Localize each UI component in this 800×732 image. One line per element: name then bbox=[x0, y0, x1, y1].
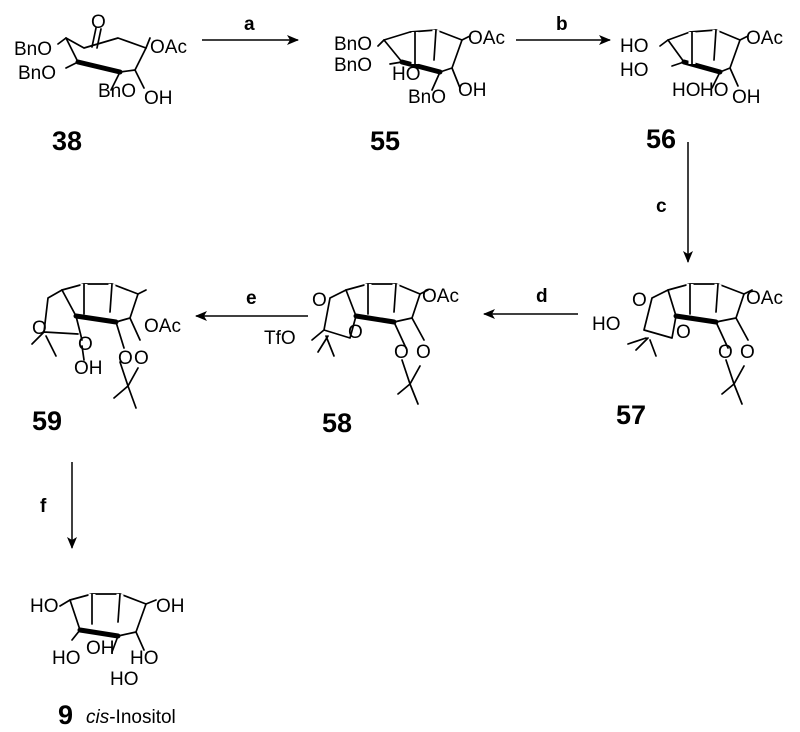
compound-9: HO OH HO OH HO HO 9 cis-Inositol bbox=[30, 593, 185, 730]
hydroxyl-label: HO bbox=[620, 36, 649, 57]
acetoxy-label: OAc bbox=[746, 28, 783, 49]
ring-oxygen-label: O bbox=[632, 290, 647, 311]
benzyloxy-label: BnO bbox=[334, 55, 372, 76]
ring-38 bbox=[57, 27, 151, 91]
ring-oxygen-label: O bbox=[312, 290, 327, 311]
acetoxy-label: OAc bbox=[468, 28, 505, 49]
triflate-label: TfO bbox=[264, 328, 296, 349]
compound-number-9: 9 bbox=[58, 700, 73, 730]
ring-oxygen-label: O bbox=[740, 342, 755, 363]
hydroxyl-label: HO bbox=[52, 648, 81, 669]
step-label-d: d bbox=[536, 286, 548, 307]
hydroxyl-label: HO bbox=[700, 80, 729, 101]
acetoxy-label: OAc bbox=[144, 316, 181, 337]
step-label-b: b bbox=[556, 14, 568, 35]
step-label-f: f bbox=[40, 496, 47, 517]
benzyloxy-label: BnO bbox=[18, 63, 56, 84]
ring-57 bbox=[627, 283, 753, 405]
hydroxyl-label: HO bbox=[620, 60, 649, 81]
step-label-e: e bbox=[246, 288, 257, 309]
step-label-a: a bbox=[244, 14, 255, 35]
ring-oxygen-label: O bbox=[118, 348, 133, 369]
hydroxyl-label: OH bbox=[144, 88, 173, 109]
compound-name-rest: -Inositol bbox=[109, 707, 176, 728]
benzyloxy-label: BnO bbox=[14, 39, 52, 60]
hydroxyl-label: OH bbox=[732, 87, 761, 108]
benzyloxy-label: BnO bbox=[98, 81, 136, 102]
compound-number-58: 58 bbox=[322, 408, 352, 438]
arrow-d: d bbox=[483, 286, 578, 319]
compound-number-38: 38 bbox=[52, 126, 82, 156]
ring-oxygen-label: O bbox=[78, 334, 93, 355]
ring-oxygen-label: O bbox=[718, 342, 733, 363]
hydroxyl-label: OH bbox=[86, 638, 115, 659]
compound-59: O OAc O OH O O 59 bbox=[31, 283, 181, 436]
compound-name: cis-Inositol bbox=[86, 707, 176, 728]
hydroxyl-label: OH bbox=[156, 596, 185, 617]
ring-oxygen-label: O bbox=[134, 348, 149, 369]
compound-38: O OAc BnO BnO BnO OH 38 bbox=[14, 12, 187, 156]
ring-9 bbox=[59, 593, 157, 653]
acetoxy-label: OAc bbox=[150, 37, 187, 58]
acetoxy-label: OAc bbox=[422, 286, 459, 307]
hydroxyl-label: HO bbox=[672, 80, 701, 101]
arrow-c: c bbox=[656, 142, 693, 263]
oxo-label: O bbox=[91, 12, 106, 33]
hydroxyl-label: HO bbox=[130, 648, 159, 669]
hydroxyl-label: HO bbox=[592, 314, 621, 335]
ring-oxygen-label: O bbox=[32, 318, 47, 339]
compound-58: O OAc TfO O O O 58 bbox=[264, 283, 459, 438]
acetoxy-label: OAc bbox=[746, 288, 783, 309]
ring-59 bbox=[31, 283, 147, 409]
arrow-f: f bbox=[40, 462, 77, 549]
hydroxyl-label: HO bbox=[30, 596, 59, 617]
step-label-c: c bbox=[656, 196, 667, 217]
ring-56 bbox=[659, 29, 749, 89]
compound-57: O OAc HO O O O 57 bbox=[592, 283, 783, 430]
ring-oxygen-label: O bbox=[676, 322, 691, 343]
compound-name-italic: cis bbox=[86, 707, 110, 728]
hydroxyl-label: HO bbox=[110, 669, 139, 690]
hydroxyl-label: OH bbox=[458, 80, 487, 101]
hydroxyl-label: HO bbox=[392, 64, 421, 85]
compound-number-57: 57 bbox=[616, 400, 646, 430]
compound-number-56: 56 bbox=[646, 124, 676, 154]
compound-55: BnO BnO OAc HO BnO OH 55 bbox=[334, 28, 505, 156]
compound-number-59: 59 bbox=[32, 406, 62, 436]
compound-number-55: 55 bbox=[370, 126, 400, 156]
arrow-e: e bbox=[195, 288, 308, 321]
benzyloxy-label: BnO bbox=[334, 34, 372, 55]
benzyloxy-label: BnO bbox=[408, 87, 446, 108]
ring-oxygen-label: O bbox=[416, 342, 431, 363]
ring-oxygen-label: O bbox=[394, 342, 409, 363]
hydroxyl-label: OH bbox=[74, 358, 103, 379]
ring-55 bbox=[377, 29, 471, 91]
ring-58 bbox=[311, 283, 429, 405]
compound-56: HO HO OAc HO HO OH 56 bbox=[620, 28, 783, 154]
arrow-b: b bbox=[516, 14, 611, 45]
arrow-a: a bbox=[202, 14, 299, 45]
ring-oxygen-label: O bbox=[348, 322, 363, 343]
